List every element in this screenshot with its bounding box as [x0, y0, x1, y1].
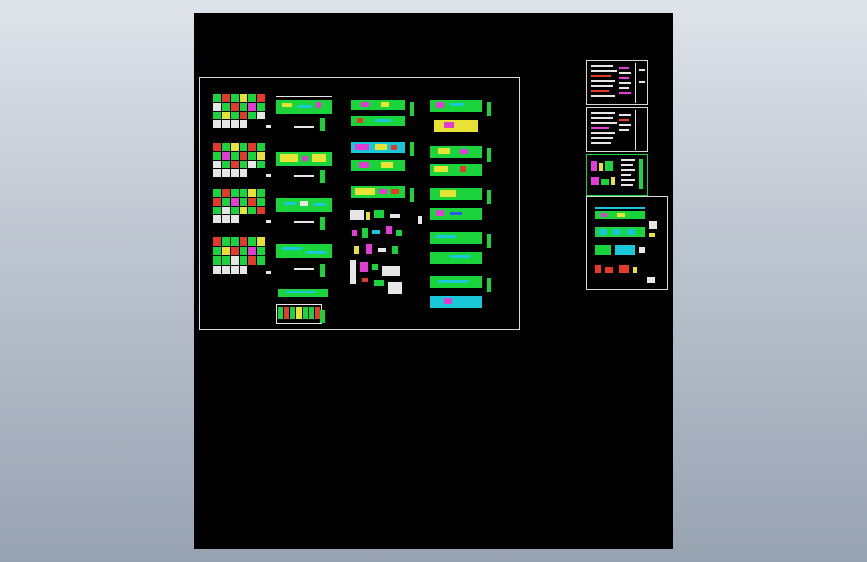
- title-mark-3: [266, 220, 271, 223]
- floor-plan-col2-2[interactable]: [276, 148, 332, 170]
- legend-bar-col4-1: [487, 102, 491, 116]
- floor-plan-col2-1[interactable]: [276, 96, 332, 118]
- door-schedule-table[interactable]: [276, 304, 322, 324]
- detail-table-2[interactable]: [213, 143, 265, 177]
- plan-title-col2-4: [294, 268, 314, 270]
- legend-bar-col2-3: [320, 217, 325, 230]
- details-cluster-col3[interactable]: [346, 210, 406, 302]
- detail-table-3[interactable]: [213, 189, 265, 223]
- legend-bar-col2-1: [320, 118, 325, 131]
- floor-plan-col2-4[interactable]: [276, 240, 332, 262]
- notes-sheet-1[interactable]: [586, 60, 648, 105]
- plan-title-col2-1: [294, 126, 314, 128]
- drawing-canvas[interactable]: [194, 13, 673, 549]
- north-arrow-col3: [418, 216, 422, 224]
- floor-plan-col4-2[interactable]: [430, 144, 482, 178]
- detail-table-1[interactable]: [213, 94, 265, 128]
- floor-plan-col4-5[interactable]: [430, 274, 482, 310]
- details-sheet-3[interactable]: [586, 154, 648, 196]
- elevation-sheet-4[interactable]: [586, 196, 668, 290]
- floor-plan-col4-1[interactable]: [430, 98, 482, 134]
- floor-plan-col2-3[interactable]: [276, 194, 332, 216]
- plan-title-col2-3: [294, 221, 314, 223]
- legend-bar-col3-3: [410, 188, 414, 202]
- floor-plan-col3-3[interactable]: [351, 184, 405, 206]
- legend-bar-col2-4: [320, 264, 325, 277]
- title-mark-1: [266, 125, 271, 128]
- floor-plan-col4-3[interactable]: [430, 186, 482, 222]
- plan-title-col2-2: [294, 175, 314, 177]
- title-mark-4: [266, 271, 271, 274]
- floor-plan-col3-2[interactable]: [351, 140, 405, 174]
- legend-bar-col4-4: [487, 234, 491, 248]
- legend-bar-col4-3: [487, 190, 491, 204]
- title-mark-2: [266, 174, 271, 177]
- main-drawing-frame[interactable]: [199, 77, 520, 330]
- legend-bar-col4-5: [487, 278, 491, 292]
- elevation-col2[interactable]: [278, 286, 328, 300]
- legend-bar-col2-5: [320, 310, 325, 323]
- notes-sheet-2[interactable]: [586, 107, 648, 152]
- detail-table-4[interactable]: [213, 237, 265, 274]
- legend-bar-col4-2: [487, 148, 491, 162]
- legend-bar-col2-2: [320, 170, 325, 183]
- floor-plan-col4-4[interactable]: [430, 230, 482, 266]
- legend-bar-col3-1: [410, 102, 414, 116]
- legend-bar-col3-2: [410, 142, 414, 156]
- floor-plan-col3-1[interactable]: [351, 98, 405, 130]
